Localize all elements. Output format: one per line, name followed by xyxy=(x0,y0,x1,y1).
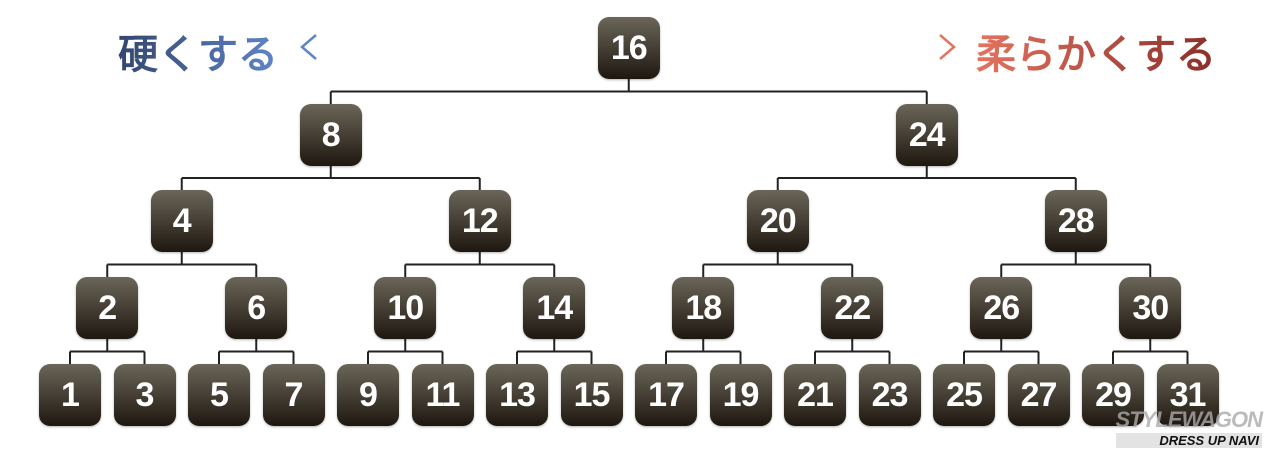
tree-node: 12 xyxy=(448,190,511,252)
tree-node: 16 xyxy=(597,17,660,79)
tree-node: 22 xyxy=(821,277,884,339)
tree-node: 30 xyxy=(1119,277,1182,339)
tree-node: 8 xyxy=(299,104,362,166)
tree-node: 28 xyxy=(1044,190,1107,252)
tree-node: 31 xyxy=(1156,364,1219,426)
tree-node: 10 xyxy=(374,277,437,339)
watermark-brand: STYLEWAGON xyxy=(1115,407,1263,432)
label-softer: 柔らかくする xyxy=(976,22,1216,80)
tree-node: 2 xyxy=(76,277,139,339)
watermark-logo: STYLEWAGON DRESS UP NAVI xyxy=(1115,407,1263,448)
tree-node: 18 xyxy=(672,277,735,339)
tree-node: 25 xyxy=(933,364,995,426)
tree-node: 6 xyxy=(225,277,288,339)
tree-node: 9 xyxy=(337,364,399,426)
tree-node: 24 xyxy=(895,104,958,166)
tree-node: 3 xyxy=(113,364,176,426)
tree-node: 7 xyxy=(262,364,325,426)
tree-node: 26 xyxy=(970,277,1033,339)
tree-node: 11 xyxy=(411,364,474,426)
tree-connectors xyxy=(69,79,1189,364)
tree-node: 4 xyxy=(150,190,213,252)
tree-node: 27 xyxy=(1007,364,1070,426)
tree-node: 1 xyxy=(39,364,101,426)
tree-node: 21 xyxy=(784,364,846,426)
tree-node: 17 xyxy=(635,364,697,426)
tree-node: 19 xyxy=(709,364,772,426)
tree-node: 14 xyxy=(523,277,586,339)
tree-node: 15 xyxy=(560,364,623,426)
tree-node: 20 xyxy=(746,190,809,252)
tree-node: 13 xyxy=(486,364,548,426)
tree-node: 23 xyxy=(858,364,921,426)
label-harder: 硬くする xyxy=(118,22,278,80)
tree-node: 29 xyxy=(1082,364,1144,426)
arrow-right-softer xyxy=(686,34,956,60)
watermark-sub: DRESS UP NAVI xyxy=(1115,433,1262,448)
tree-node: 5 xyxy=(188,364,250,426)
arrow-left-harder xyxy=(300,34,572,60)
